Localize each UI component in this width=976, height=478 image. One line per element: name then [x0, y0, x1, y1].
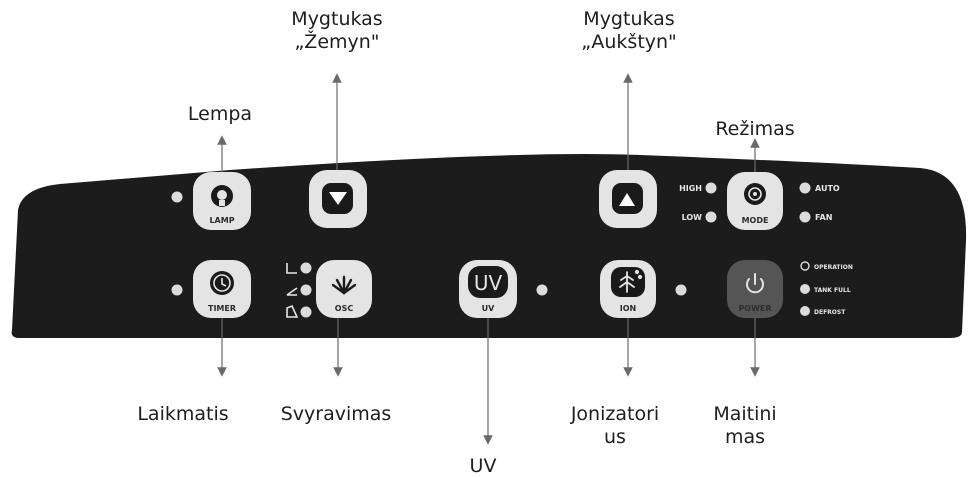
timer-indicator: [171, 284, 183, 296]
power-icon: [746, 273, 764, 294]
uv-button-symbol: UV: [474, 271, 503, 295]
mode-button[interactable]: MODE: [727, 172, 783, 230]
power-callout: Maitini mas: [685, 403, 805, 449]
osc-angle-3-indicator: [300, 306, 312, 318]
angle-wide-icon: [286, 304, 299, 318]
triangle-down-icon: [329, 192, 347, 205]
up-callout-line2: „Aukštyn": [581, 31, 677, 53]
triangle-up-icon: [619, 193, 635, 206]
timer-button-label: TIMER: [208, 304, 236, 313]
power-button-label: POWER: [738, 304, 771, 313]
fan-sweep-icon: [331, 275, 357, 295]
angle-90-icon: [286, 263, 297, 274]
auto-indicator: [799, 182, 811, 194]
low-indicator-label: LOW: [682, 213, 703, 222]
uv-indicator: [536, 284, 548, 296]
osc-button-label: OSC: [335, 304, 354, 313]
osc-angle-1-indicator: [300, 262, 312, 274]
tree-icon: [619, 269, 643, 293]
lamp-callout: Lempa: [187, 103, 253, 125]
down-button[interactable]: [309, 170, 367, 228]
timer-button[interactable]: TIMER: [193, 260, 251, 318]
mode-button-label: MODE: [742, 216, 769, 225]
down-callout-line2: „Žemyn": [294, 31, 380, 53]
mode-callout: Režimas: [715, 118, 795, 140]
defrost-indicator-label: DEFROST: [814, 309, 846, 316]
power-callout-line1: Maitini: [713, 403, 777, 425]
uv-callout: UV: [469, 455, 497, 477]
up-button-callout: Mygtukas „Aukštyn": [564, 8, 694, 54]
tank-full-indicator: [800, 284, 810, 294]
ion-button-label: ION: [620, 304, 636, 313]
uv-button-label: UV: [482, 304, 495, 313]
defrost-indicator: [800, 306, 810, 316]
auto-indicator-label: AUTO: [815, 184, 840, 193]
down-button-callout: Mygtukas „Žemyn": [272, 8, 402, 54]
lamp-button[interactable]: LAMP: [193, 172, 251, 230]
up-callout-line1: Mygtukas: [583, 8, 675, 30]
angle-icons: [286, 263, 299, 318]
lamp-indicator: [171, 191, 183, 203]
fan-indicator: [799, 211, 811, 223]
ion-indicator: [675, 284, 687, 296]
high-indicator-label: HIGH: [679, 184, 702, 193]
timer-callout: Laikmatis: [137, 403, 229, 425]
ion-button[interactable]: ION: [600, 260, 656, 318]
down-callout-line1: Mygtukas: [291, 8, 383, 30]
high-indicator: [705, 182, 717, 194]
osc-callout: Svyravimas: [280, 403, 392, 425]
tank-full-indicator-label: TANK FULL: [814, 287, 851, 294]
angle-45-icon: [286, 287, 298, 296]
power-button[interactable]: POWER: [727, 260, 783, 318]
ion-callout-line1: Jonizatori: [570, 403, 660, 425]
operation-indicator: [800, 261, 810, 271]
osc-button[interactable]: OSC: [316, 260, 372, 318]
power-callout-line2: mas: [724, 426, 766, 448]
up-button[interactable]: [599, 170, 657, 228]
lamp-button-label: LAMP: [209, 216, 234, 225]
operation-indicator-label: OPERATION: [814, 264, 853, 271]
uv-button[interactable]: UV UV: [459, 260, 517, 318]
low-indicator: [705, 211, 717, 223]
ion-callout: Jonizatori us: [550, 403, 680, 449]
ion-callout-line2: us: [604, 426, 626, 448]
fan-indicator-label: FAN: [815, 213, 832, 222]
osc-angle-2-indicator: [300, 284, 312, 296]
